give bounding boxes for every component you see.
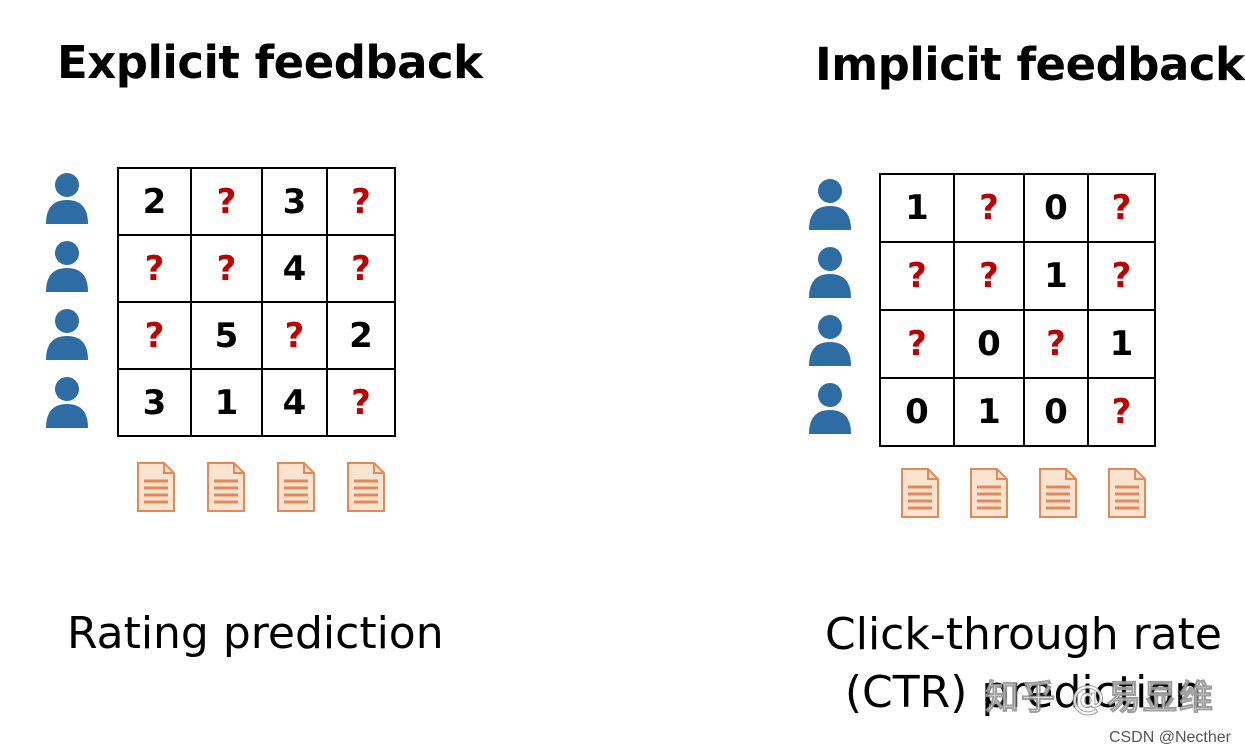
matrix-cell: ?: [326, 234, 396, 303]
user-icon: [46, 309, 88, 360]
matrix-cell: 5: [190, 301, 263, 370]
matrix-cell: 1: [879, 173, 955, 243]
matrix-cell: ?: [1087, 241, 1156, 311]
matrix-cell: ?: [953, 173, 1025, 243]
matrix-cell: 4: [261, 368, 328, 437]
user-column: [44, 170, 90, 442]
matrix-cell: 0: [953, 309, 1025, 379]
matrix-cell: 4: [261, 234, 328, 303]
explicit-feedback-panel: Explicit feedback 2 ? 3 ? ? ? 4 ? ? 5 ? …: [0, 0, 600, 753]
document-icon: [1039, 468, 1077, 518]
explicit-feedback-title: Explicit feedback: [57, 36, 483, 89]
matrix-cell: ?: [190, 167, 263, 236]
document-icon: [901, 468, 939, 518]
user-icon: [46, 241, 88, 292]
user-icon: [46, 173, 88, 224]
matrix-cell: 1: [1023, 241, 1089, 311]
matrix-cell: ?: [953, 241, 1025, 311]
document-icon: [1108, 468, 1146, 518]
user-column: [807, 176, 853, 448]
matrix-row: 2 ? 3 ?: [117, 167, 396, 236]
implicit-feedback-title: Implicit feedback: [815, 38, 1245, 91]
matrix-cell: 3: [117, 368, 192, 437]
matrix-cell: 0: [1023, 173, 1089, 243]
matrix-cell: ?: [1087, 173, 1156, 243]
user-icon: [46, 377, 88, 428]
matrix-cell: ?: [117, 234, 192, 303]
matrix-row: 0 1 0 ?: [879, 377, 1156, 447]
ctr-caption-line-2: (CTR) prediction: [844, 667, 1203, 718]
matrix-row: ? 0 ? 1: [879, 309, 1156, 379]
matrix-cell: 3: [261, 167, 328, 236]
matrix-cell: 1: [190, 368, 263, 437]
implicit-feedback-panel: Implicit feedback 1 ? 0 ? ? ? 1 ? ? 0 ? …: [600, 0, 1245, 753]
matrix-cell: 1: [953, 377, 1025, 447]
document-icon: [277, 462, 315, 512]
user-icon: [809, 315, 851, 366]
item-row: [136, 461, 386, 513]
matrix-cell: ?: [1023, 309, 1089, 379]
matrix-cell: ?: [261, 301, 328, 370]
document-icon: [970, 468, 1008, 518]
matrix-cell: 2: [117, 167, 192, 236]
matrix-cell: ?: [326, 368, 396, 437]
matrix-row: 3 1 4 ?: [117, 368, 396, 437]
matrix-row: 1 ? 0 ?: [879, 173, 1156, 243]
user-icon: [809, 383, 851, 434]
matrix-cell: ?: [879, 241, 955, 311]
rating-matrix: 2 ? 3 ? ? ? 4 ? ? 5 ? 2 3 1 4 ?: [117, 167, 396, 437]
matrix-cell: 0: [879, 377, 955, 447]
matrix-cell: ?: [879, 309, 955, 379]
matrix-cell: ?: [117, 301, 192, 370]
matrix-row: ? ? 1 ?: [879, 241, 1156, 311]
zhihu-watermark: 知乎 @易显维: [985, 678, 1215, 719]
user-icon: [809, 179, 851, 230]
ctr-caption-line-1: Click-through rate: [825, 609, 1222, 660]
matrix-cell: 1: [1087, 309, 1156, 379]
matrix-cell: ?: [1087, 377, 1156, 447]
item-row: [900, 467, 1147, 519]
matrix-cell: ?: [326, 167, 396, 236]
matrix-row: ? ? 4 ?: [117, 234, 396, 303]
click-matrix: 1 ? 0 ? ? ? 1 ? ? 0 ? 1 0 1 0 ?: [879, 173, 1156, 447]
matrix-cell: 0: [1023, 377, 1089, 447]
matrix-cell: 2: [326, 301, 396, 370]
matrix-row: ? 5 ? 2: [117, 301, 396, 370]
document-icon: [347, 462, 385, 512]
csdn-credit: CSDN @Necther: [1108, 729, 1231, 746]
rating-prediction-caption: Rating prediction: [67, 608, 444, 659]
document-icon: [137, 462, 175, 512]
document-icon: [207, 462, 245, 512]
matrix-cell: ?: [190, 234, 263, 303]
ctr-prediction-caption: Click-through rate (CTR) prediction: [825, 606, 1222, 722]
user-icon: [809, 247, 851, 298]
